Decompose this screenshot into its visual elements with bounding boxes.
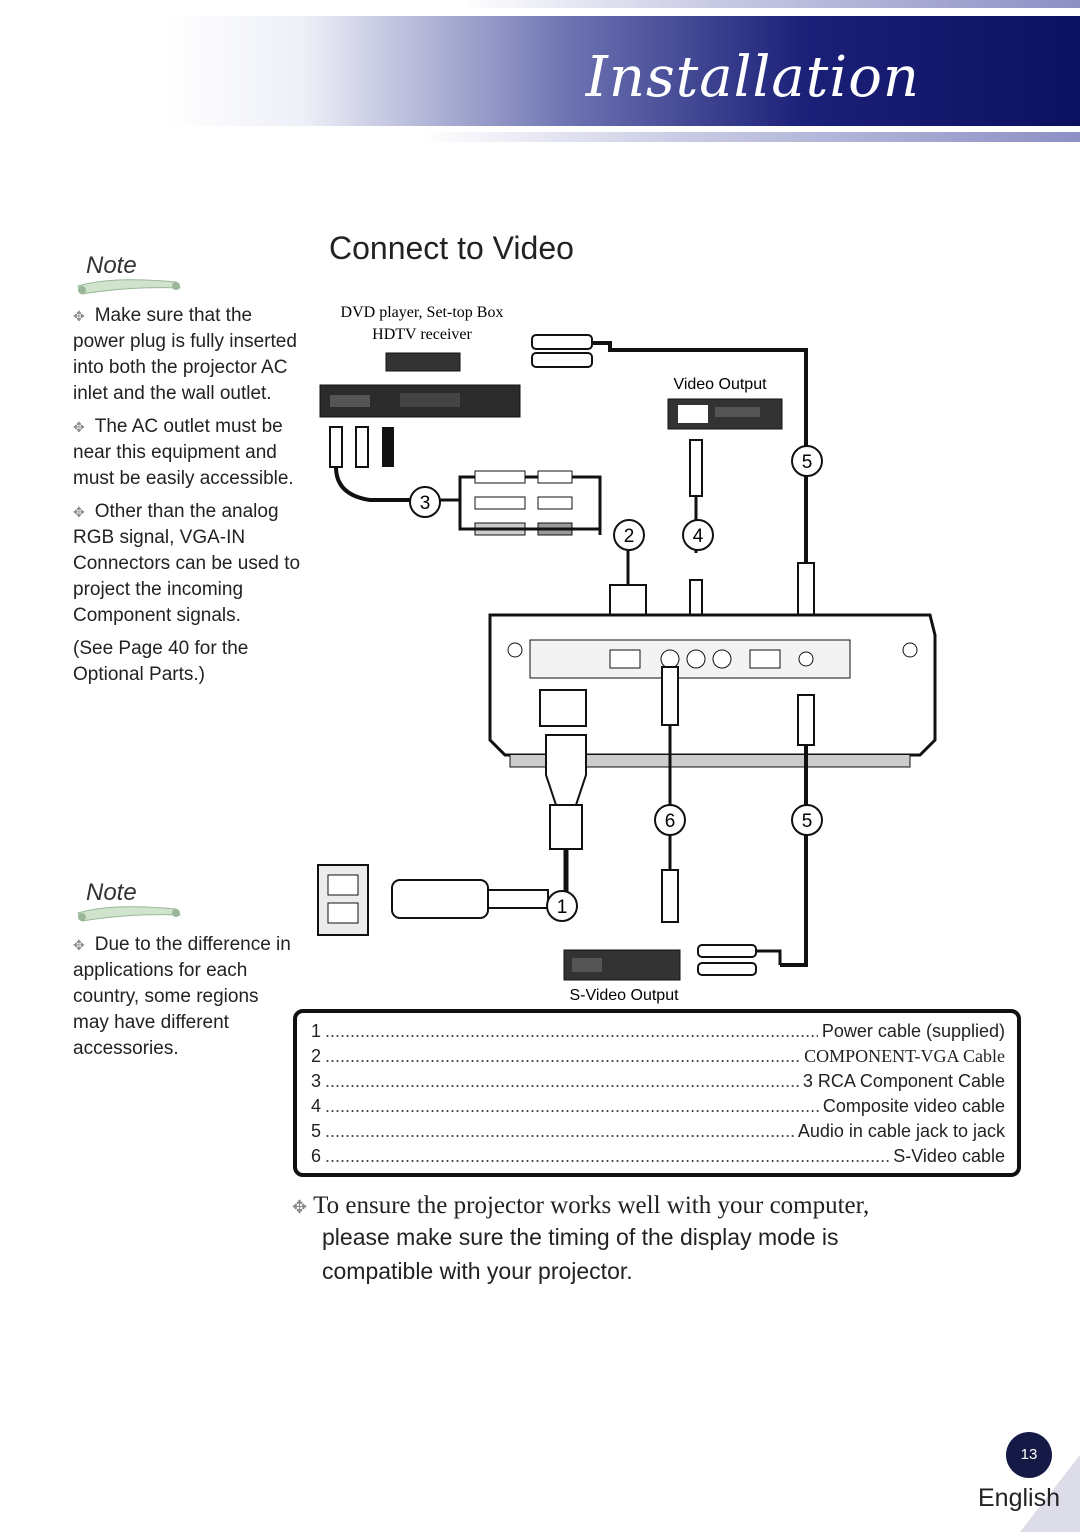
- note-paragraph: (See Page 40 for the Optional Parts.): [73, 638, 249, 685]
- callout-2: 2: [613, 519, 645, 551]
- note-paragraph: ✥Other than the analog RGB signal, VGA-I…: [73, 501, 301, 626]
- note-scroll-icon: [77, 279, 181, 295]
- callout-4: 4: [682, 519, 714, 551]
- wall-outlet-icon: [317, 864, 369, 936]
- note-paragraph: ✥Due to the difference in applications f…: [73, 934, 291, 1059]
- legend-row: 5 ......................................…: [311, 1121, 1005, 1142]
- legend-row: 2 ......................................…: [311, 1046, 1005, 1067]
- diamond-bullet-icon: ✥: [73, 504, 85, 520]
- header-band: [165, 0, 1080, 142]
- note-1-body: ✥Make sure that the power plug is fully …: [73, 303, 303, 695]
- callout-5-lower: 5: [791, 804, 823, 836]
- projector-icon: [488, 613, 937, 768]
- diamond-bullet-icon: ✥: [73, 308, 85, 324]
- corner-accent: [1020, 1455, 1080, 1532]
- note-label: Note: [86, 879, 137, 906]
- section-title: Connect to Video: [329, 230, 574, 266]
- cable-legend: 1 ......................................…: [293, 1009, 1021, 1177]
- dvd-player-icon: [319, 352, 521, 418]
- rca-plugs-icon: [329, 426, 410, 502]
- audio-cable-icon: [531, 334, 808, 563]
- source-label: DVD player, Set-top Box: [341, 304, 504, 321]
- note-badge: Note: [72, 248, 182, 303]
- compatibility-tip: ✥To ensure the projector works well with…: [292, 1192, 1012, 1288]
- svideo-cable-icon: [661, 666, 679, 923]
- language-label: English: [978, 1484, 1060, 1512]
- note-label: Note: [86, 252, 137, 279]
- svg-text:5: 5: [802, 452, 813, 473]
- callout-5: 5: [791, 445, 823, 477]
- legend-row: 3 ......................................…: [311, 1071, 1005, 1092]
- diamond-bullet-icon: ✥: [73, 419, 85, 435]
- svg-text:3: 3: [420, 493, 431, 514]
- audio-jack-icon: [797, 562, 815, 616]
- tip-line: compatible with your projector.: [322, 1258, 633, 1284]
- callout-6: 6: [654, 804, 686, 836]
- svg-text:5: 5: [802, 811, 813, 832]
- note-badge: Note: [72, 875, 182, 930]
- legend-row: 4 ......................................…: [311, 1096, 1005, 1117]
- svg-text:4: 4: [693, 526, 704, 547]
- svideo-device-icon: [563, 944, 782, 981]
- page-number: 13: [1006, 1432, 1052, 1478]
- source-label-2: HDTV receiver: [372, 326, 472, 343]
- svg-text:1: 1: [557, 897, 568, 918]
- legend-row: 6 ......................................…: [311, 1146, 1005, 1167]
- video-output-label: Video Output: [673, 376, 767, 393]
- component-cable-icon: [410, 470, 630, 585]
- vcr-icon: [667, 398, 783, 430]
- diamond-bullet-icon: ✥: [292, 1197, 308, 1217]
- tip-line: ✥To ensure the projector works well with…: [292, 1192, 870, 1219]
- callout-3: 3: [409, 486, 441, 518]
- svg-text:2: 2: [624, 526, 635, 547]
- callout-1: 1: [546, 890, 578, 922]
- note-paragraph: ✥Make sure that the power plug is fully …: [73, 305, 297, 404]
- note-paragraph: ✥The AC outlet must be near this equipme…: [73, 416, 294, 489]
- note-scroll-icon: [77, 906, 181, 922]
- legend-row: 1 ......................................…: [311, 1021, 1005, 1042]
- tip-line: please make sure the timing of the displ…: [322, 1224, 839, 1250]
- svg-text:6: 6: [665, 811, 676, 832]
- connection-diagram: 3 2 4 5 6 5 1 DVD player, Set-top Box HD…: [317, 304, 937, 1004]
- svideo-output-label: S-Video Output: [569, 987, 679, 1004]
- page-header-title: Installation: [585, 45, 920, 110]
- diamond-bullet-icon: ✥: [73, 937, 85, 953]
- power-cable-icon: [391, 734, 587, 919]
- note-2-body: ✥Due to the difference in applications f…: [73, 932, 293, 1069]
